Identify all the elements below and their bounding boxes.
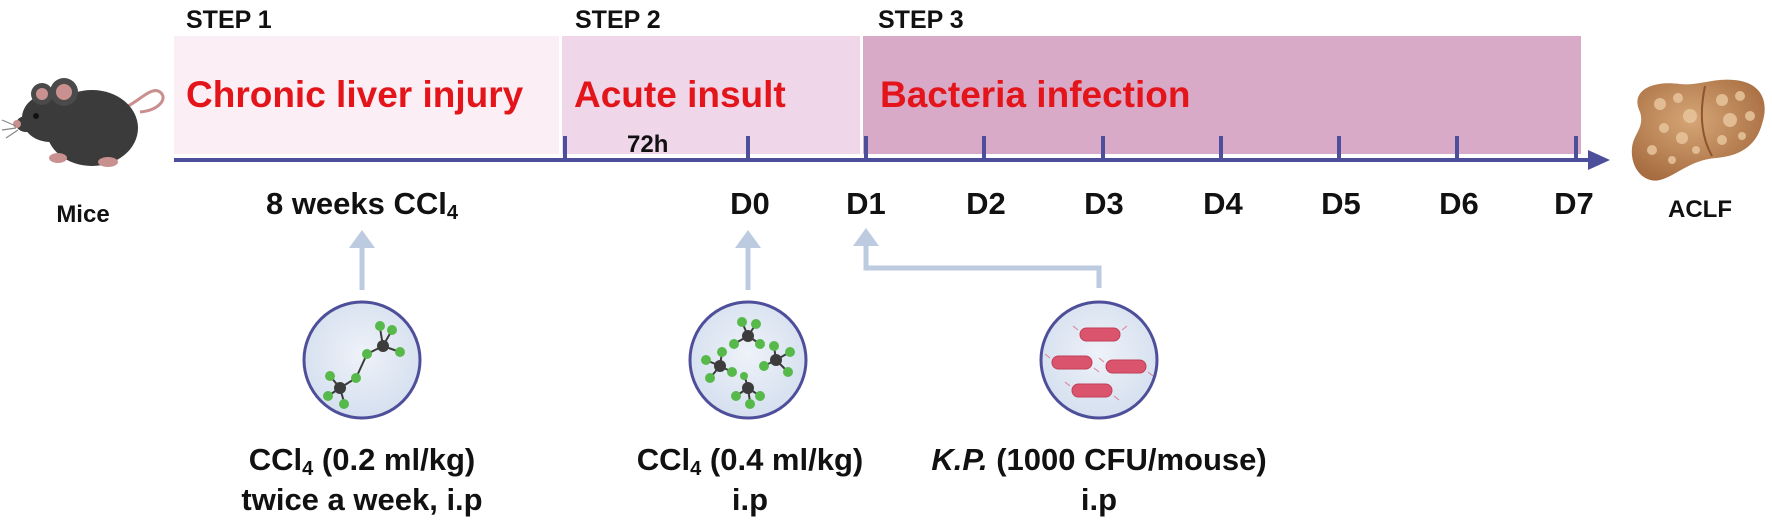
day-label: D0 (730, 186, 770, 221)
ccl4-molecules-icon (688, 300, 808, 420)
liver-icon (1631, 79, 1765, 181)
treatment-kp-dose: K.P. (1000 CFU/mouse) (931, 442, 1266, 477)
day-label: D4 (1203, 186, 1243, 221)
treatment-acute-dose: CCl4 (0.4 ml/kg) (637, 442, 863, 480)
treatment-chronic-dose: CCl4 (0.2 ml/kg) (249, 442, 475, 480)
duration-label: 8 weeks CCl4 (266, 186, 459, 224)
treatment-chronic-route: twice a week, i.p (241, 482, 482, 517)
ccl4-molecule-icon (302, 300, 422, 420)
phase-title-bacteria: Bacteria infection (880, 74, 1190, 115)
step2-band (562, 36, 860, 154)
day-label: D7 (1554, 186, 1594, 221)
treatment-arrows (359, 244, 1102, 290)
band-divider (860, 36, 863, 154)
step3-label: STEP 3 (878, 6, 964, 34)
step1-band (174, 36, 559, 154)
arrow-kp (863, 244, 1102, 288)
arrowhead (735, 230, 761, 248)
day-label: D2 (966, 186, 1006, 221)
treatment-kp-route: i.p (1081, 482, 1117, 517)
phase-title-chronic: Chronic liver injury (186, 74, 524, 115)
timeline-arrowhead (1588, 150, 1610, 170)
treatment-acute-route: i.p (732, 482, 768, 517)
arrowhead (349, 230, 375, 248)
aclf-label: ACLF (1668, 196, 1732, 223)
phase-title-acute: Acute insult (574, 74, 786, 115)
mice-label: Mice (56, 201, 109, 228)
day-label: D3 (1084, 186, 1124, 221)
arrowhead (853, 228, 879, 246)
mouse-icon (1, 78, 165, 167)
day-label: D1 (846, 186, 886, 221)
timeline-ticks (563, 136, 1578, 160)
bacteria-icon (1039, 300, 1159, 420)
band-divider (559, 36, 562, 154)
step3-band (863, 36, 1581, 154)
interval-label-72h: 72h (627, 131, 668, 158)
arrowheads (349, 228, 879, 248)
step1-label: STEP 1 (186, 6, 272, 34)
step2-label: STEP 2 (575, 6, 661, 34)
day-label: D6 (1439, 186, 1479, 221)
day-label: D5 (1321, 186, 1361, 221)
